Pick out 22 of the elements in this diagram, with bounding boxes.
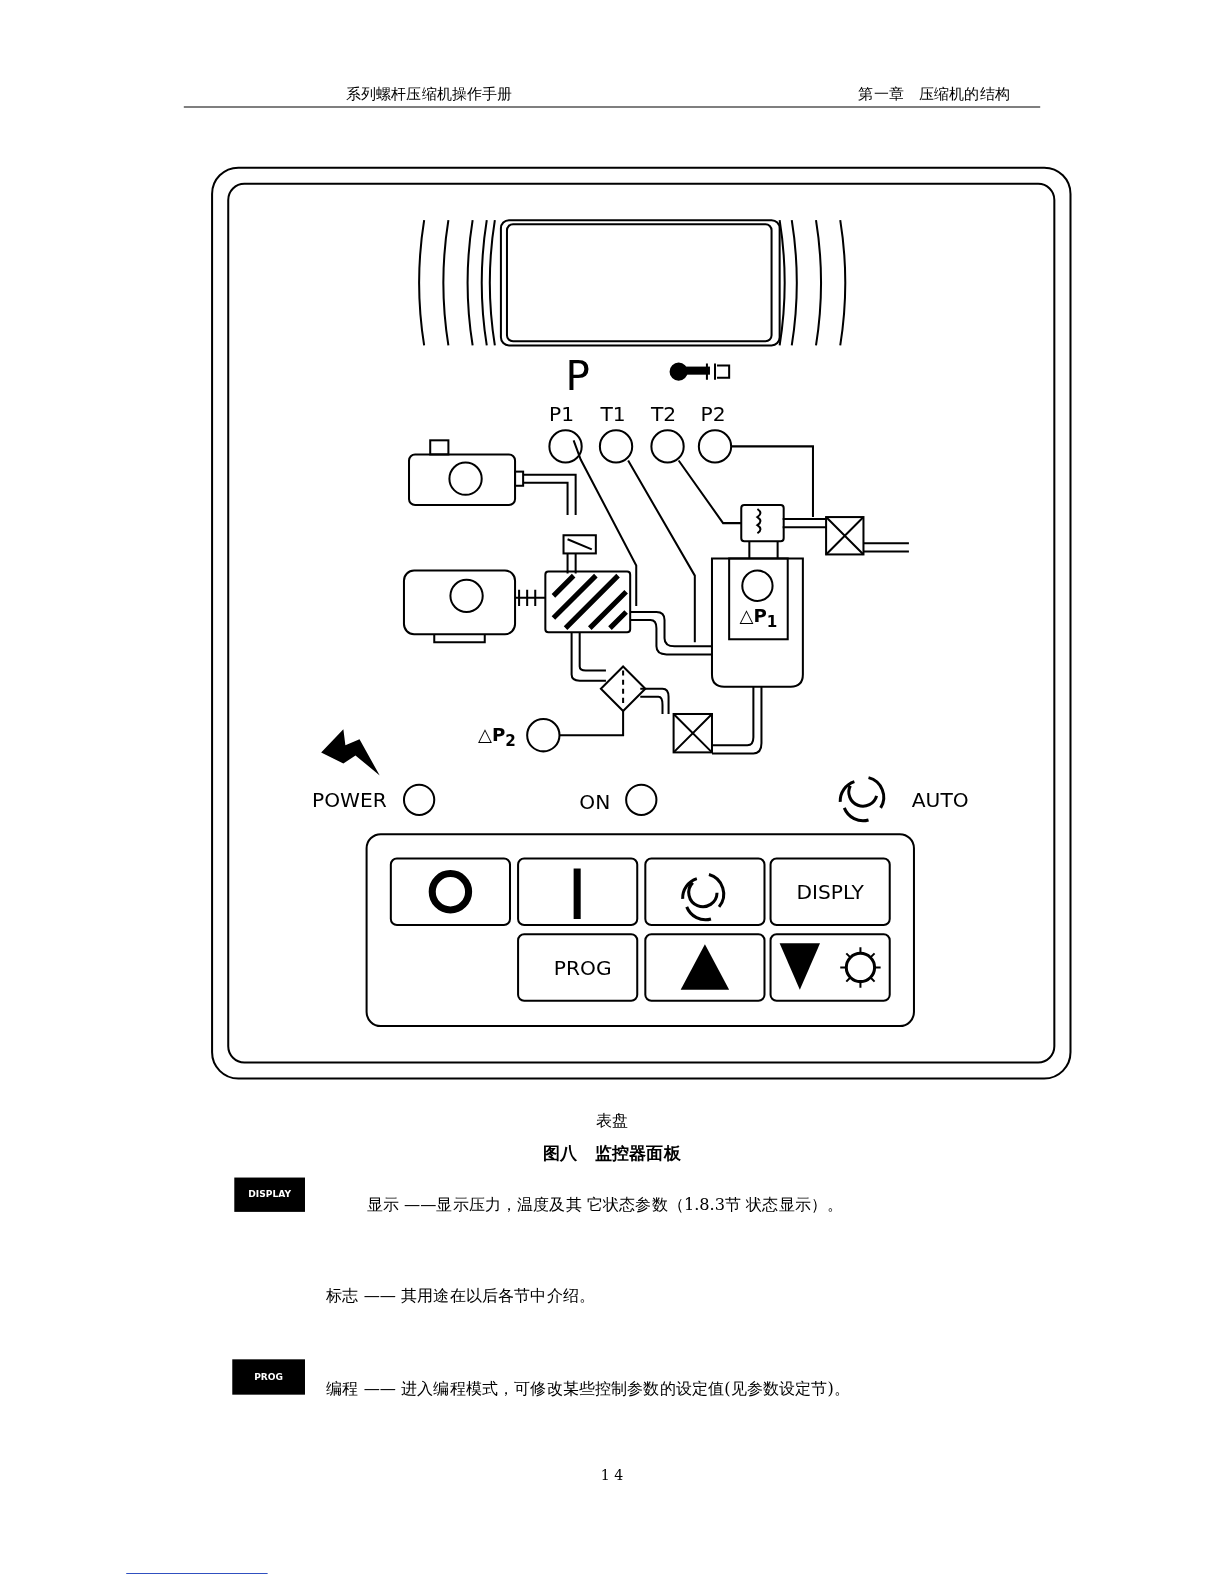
figure-caption: 图八 监控器面板 bbox=[543, 1143, 681, 1163]
sensor-label: P2 bbox=[700, 402, 726, 426]
indicator-label: AUTO bbox=[911, 788, 969, 811]
indicator-label: ON bbox=[579, 790, 611, 813]
description-text: 显示 ——显示压力，温度及其 它状态参数（1.8.3节 状态显示）。 bbox=[366, 1195, 844, 1214]
key-label: DISPLY bbox=[796, 880, 864, 903]
pressure-drop-label: △P$_{2}$ bbox=[477, 725, 516, 750]
key-label: PROG bbox=[553, 956, 612, 979]
header-text: 系列螺杆压缩机操作手册 bbox=[345, 85, 513, 103]
indicator-label: POWER bbox=[312, 788, 387, 811]
description-text: 编程 —— 进入编程模式，可修改某些控制参数的设定值(见参数设定节)。 bbox=[326, 1379, 850, 1398]
figure-subtitle: 表盘 bbox=[595, 1112, 629, 1130]
sensor-label: P1 bbox=[549, 402, 575, 426]
display-key-icon: DISPLAY bbox=[234, 1177, 305, 1212]
header-text: 第一章 压缩机的结构 bbox=[858, 85, 1010, 103]
description-text: 标志 —— 其用途在以后各节中介绍。 bbox=[326, 1286, 595, 1305]
page-number: 1 4 bbox=[600, 1467, 624, 1484]
sensor-label: T2 bbox=[650, 402, 677, 426]
sensor-label: T1 bbox=[600, 402, 626, 426]
pressure-symbol-label: P bbox=[565, 353, 590, 398]
prog-key-icon: PROG bbox=[232, 1359, 305, 1395]
pressure-drop-label: △P$_{1}$ bbox=[739, 605, 778, 631]
